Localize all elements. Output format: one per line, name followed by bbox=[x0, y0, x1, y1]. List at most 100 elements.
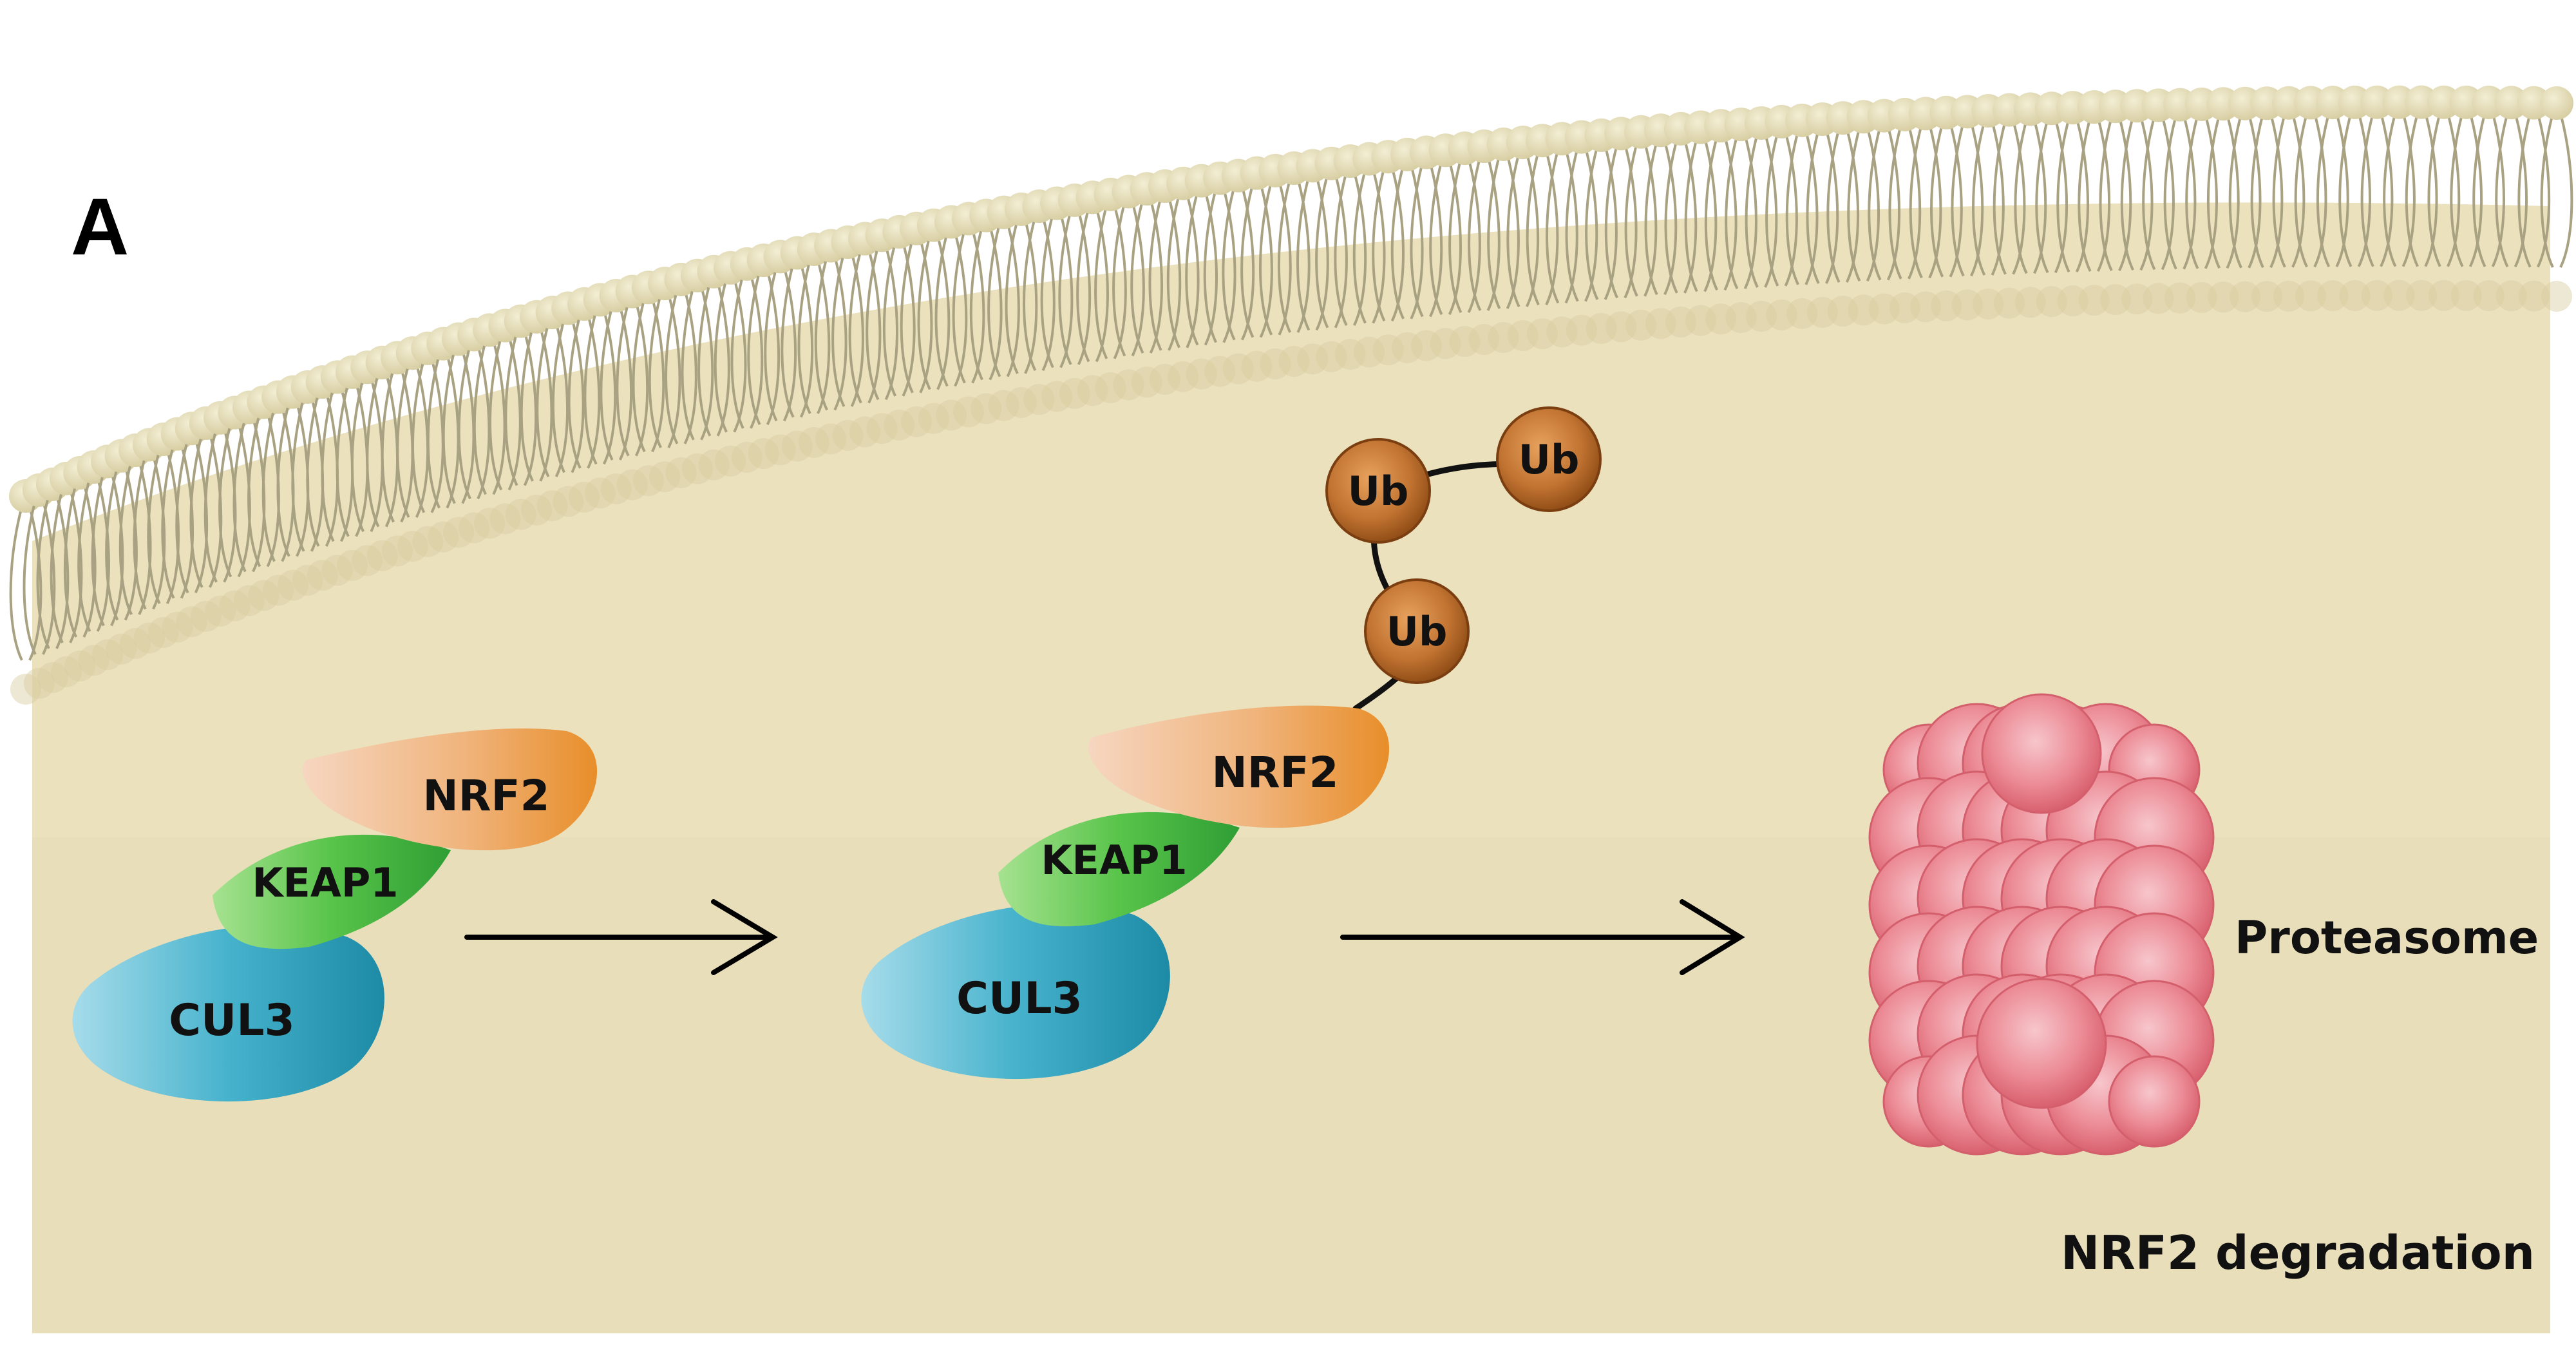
lipid-tail bbox=[2078, 119, 2111, 272]
lipid-head-inner bbox=[2057, 285, 2088, 317]
lipid-tail bbox=[2250, 115, 2284, 269]
lipid-tail bbox=[1826, 130, 1860, 283]
lipid-head-inner bbox=[832, 419, 864, 451]
lipid-tail bbox=[1023, 218, 1056, 372]
lipid-head-inner bbox=[428, 521, 459, 553]
lipid-head-inner bbox=[1951, 289, 1983, 321]
proteasome-subunit bbox=[1981, 693, 2102, 814]
lipid-head-inner bbox=[412, 526, 444, 557]
lipid-tail bbox=[2517, 115, 2551, 268]
lipid-head-inner bbox=[147, 616, 179, 648]
lipid-tail bbox=[2540, 115, 2573, 268]
lipid-tail bbox=[2316, 115, 2349, 268]
keap1-cul3-complex-1: CUL3 KEAP1 NRF2 bbox=[72, 728, 598, 1102]
lipid-head-inner bbox=[632, 465, 664, 497]
lipid-head-inner bbox=[2164, 282, 2196, 314]
lipid-head-inner bbox=[397, 531, 428, 562]
lipid-tail bbox=[2427, 115, 2461, 267]
lipid-head-inner bbox=[263, 575, 294, 606]
lipid-head-inner bbox=[600, 473, 632, 504]
lipid-tail bbox=[2228, 116, 2262, 269]
lipid-head-inner bbox=[1605, 311, 1637, 343]
lipid-head-inner bbox=[1468, 324, 1500, 356]
lipid-tail bbox=[2383, 115, 2416, 267]
lipid-tail bbox=[2206, 116, 2240, 269]
nrf2-label: NRF2 bbox=[1211, 748, 1338, 797]
ubiquitin-1 bbox=[1364, 578, 1470, 684]
lipid-head-inner bbox=[307, 560, 338, 591]
lipid-head-inner bbox=[1410, 330, 1442, 361]
proteasome-label: Proteasome bbox=[2235, 911, 2539, 964]
lipid-head-inner bbox=[205, 595, 236, 627]
lipid-head-inner bbox=[2428, 280, 2459, 311]
lipid-head-inner bbox=[2230, 281, 2261, 312]
lipid-head-inner bbox=[1297, 343, 1329, 375]
lipid-head-inner bbox=[748, 438, 779, 470]
lipid-tail bbox=[2099, 119, 2132, 271]
lipid-head-inner bbox=[489, 503, 521, 535]
proteasome-icon bbox=[1868, 693, 2215, 1156]
lipid-head-inner bbox=[336, 549, 368, 581]
lipid-head-inner bbox=[665, 457, 697, 488]
lipid-head-inner bbox=[1059, 377, 1090, 409]
lipid-head-inner bbox=[1334, 339, 1366, 370]
lipid-head-inner bbox=[2121, 283, 2153, 315]
lipid-head-inner bbox=[1645, 308, 1676, 339]
lipid-tail bbox=[77, 479, 110, 633]
lipid-head-inner bbox=[866, 413, 898, 444]
lipid-head-inner bbox=[382, 535, 413, 567]
lipid-tail bbox=[969, 228, 1003, 381]
right-arrow-icon bbox=[1340, 899, 1745, 975]
lipid-tail bbox=[2405, 115, 2438, 267]
lipid-head-inner bbox=[2078, 285, 2110, 316]
lipid-head-inner bbox=[1786, 298, 1818, 329]
lipid-head-inner bbox=[616, 469, 648, 500]
lipid-head-inner bbox=[505, 499, 536, 530]
lipid-head-inner bbox=[1586, 312, 1617, 344]
lipid-head-inner bbox=[553, 486, 584, 517]
lipid-head-inner bbox=[219, 590, 251, 622]
lipid-head-inner bbox=[2541, 281, 2572, 312]
lipid-head-inner bbox=[176, 606, 207, 638]
lipid-head-inner bbox=[51, 656, 82, 687]
lipid-tail bbox=[1806, 131, 1839, 284]
lipid-tail bbox=[1765, 134, 1798, 287]
lipid-head-inner bbox=[1507, 320, 1539, 352]
lipid-head-inner bbox=[1973, 288, 2004, 319]
lipid-head-inner bbox=[23, 667, 55, 699]
keap1-protein bbox=[998, 812, 1240, 927]
lipid-head-inner bbox=[1278, 346, 1310, 377]
lipid-head-inner bbox=[1005, 386, 1037, 418]
lipid-head-inner bbox=[1931, 290, 1962, 321]
lipid-head-inner bbox=[106, 633, 137, 665]
nrf2-label: NRF2 bbox=[422, 771, 549, 821]
lipid-tail bbox=[9, 508, 43, 661]
lipid-head-inner bbox=[474, 508, 506, 539]
lipid-tail bbox=[2472, 115, 2505, 267]
lipid-head-inner bbox=[1848, 294, 1879, 326]
lipid-head-inner bbox=[2317, 280, 2349, 312]
lipid-head-inner bbox=[1705, 303, 1737, 335]
lipid-head-inner bbox=[681, 453, 713, 484]
lipid-head-inner bbox=[443, 517, 475, 548]
lipid-head-inner bbox=[1745, 300, 1777, 332]
lipid-head-inner bbox=[133, 622, 165, 654]
lipid-head-inner bbox=[815, 423, 847, 455]
lipid-tail bbox=[91, 473, 124, 627]
lipid-head-inner bbox=[1546, 316, 1578, 348]
lipid-head-inner bbox=[884, 409, 915, 441]
cell-membrane bbox=[9, 85, 2573, 705]
lipid-head-inner bbox=[1889, 292, 1920, 323]
lipid-head-inner bbox=[1316, 341, 1347, 372]
lipid-head-inner bbox=[1868, 293, 1900, 325]
lipid-head-inner bbox=[1665, 306, 1696, 338]
keap1-cul3-complex-2: CUL3 KEAP1 NRF2 Ub Ub Ub bbox=[861, 406, 1602, 1080]
lipid-tail bbox=[118, 462, 152, 615]
lipid-head-inner bbox=[1241, 350, 1273, 382]
lipid-head-inner bbox=[277, 569, 308, 601]
lipid-tail bbox=[2185, 117, 2218, 269]
ub-label: Ub bbox=[1387, 608, 1448, 655]
lipid-head-inner bbox=[731, 441, 762, 473]
lipid-tail bbox=[2120, 118, 2154, 271]
lipid-tail bbox=[2056, 120, 2090, 272]
